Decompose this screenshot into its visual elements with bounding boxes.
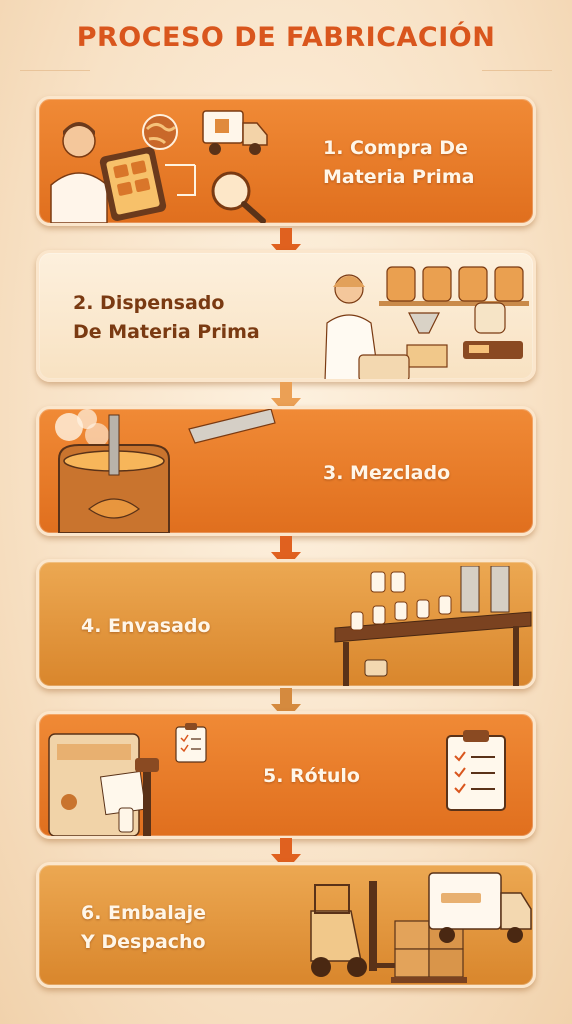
globe-icon <box>142 114 178 150</box>
clipboard-icon <box>446 730 506 811</box>
scale-icon <box>463 302 523 359</box>
clipboard-icon <box>175 723 207 763</box>
step-5-card: 5. Rótulo <box>36 711 536 839</box>
delivery-truck-icon <box>428 872 532 943</box>
step-2-card: 2. Dispensado De Materia Prima <box>36 250 536 382</box>
forklift-icon <box>310 881 407 977</box>
decor-line-right <box>482 70 552 71</box>
step-1-label: 1. Compra De Materia Prima <box>323 137 475 188</box>
bottling-line-icon <box>334 566 532 686</box>
step-3-card: 3. Mezclado <box>36 406 536 536</box>
arrow-down-icon <box>271 688 301 721</box>
mixing-tank-icon <box>55 409 276 533</box>
step-6-card: 6. Embalaje Y Despacho <box>36 862 536 988</box>
step-5-label: 5. Rótulo <box>263 765 360 787</box>
labeling-machine-icon <box>48 733 159 836</box>
arrow-down-icon <box>271 228 301 261</box>
truck-icon <box>202 110 268 155</box>
step-3-label: 3. Mezclado <box>323 462 451 484</box>
step-1-card: 1. Compra De Materia Prima <box>36 96 536 226</box>
page-title: PROCESO DE FABRICACIÓN <box>76 22 496 53</box>
decor-line-left <box>20 70 90 71</box>
arrow-down-icon <box>271 838 301 871</box>
step-2-label: 2. Dispensado De Materia Prima <box>73 292 260 343</box>
arrow-down-icon <box>271 536 301 569</box>
jars-shelf-icon <box>324 266 529 379</box>
arrow-down-icon <box>271 382 301 415</box>
magnifier-icon <box>211 171 266 223</box>
worker-tablet-icon <box>50 122 196 223</box>
step-6-label: 6. Embalaje Y Despacho <box>81 902 206 953</box>
step-4-card: 4. Envasado <box>36 559 536 689</box>
step-4-label: 4. Envasado <box>81 615 211 637</box>
